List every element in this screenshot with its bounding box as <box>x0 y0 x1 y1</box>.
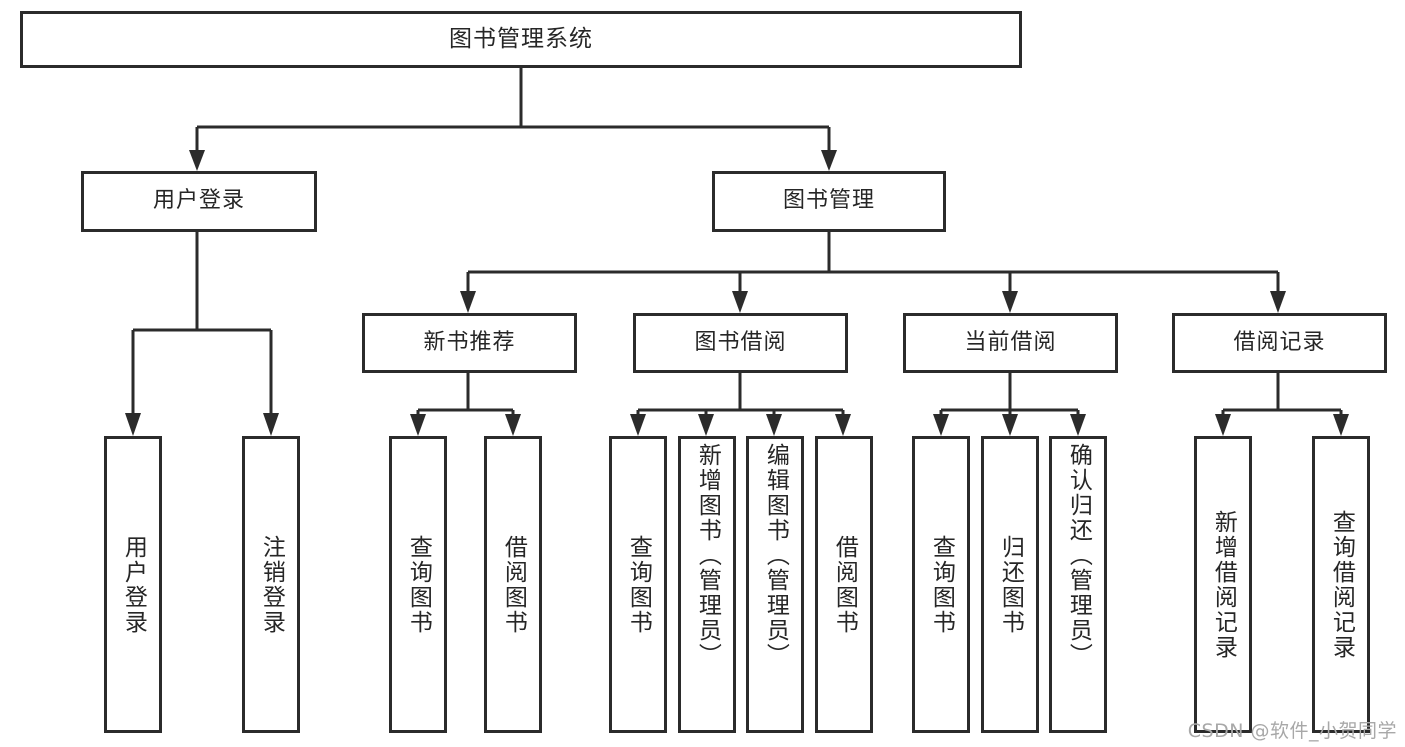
leaf-book-borrow-add-book-admin[interactable]: 新增图书（管理员） <box>678 436 736 733</box>
leaf-borrow-record-add-record[interactable]: 新增借阅记录 <box>1194 436 1252 733</box>
node-label: 用户登录 <box>120 534 147 635</box>
node-label: 借阅记录 <box>1233 329 1326 355</box>
node-label: 注销登录 <box>258 534 285 635</box>
leaf-current-borrow-query-book[interactable]: 查询图书 <box>912 436 970 733</box>
node-current-borrow[interactable]: 当前借阅 <box>903 313 1118 373</box>
csdn-watermark: CSDN @软件_小贺同学 <box>1187 720 1397 742</box>
node-label: 借阅图书 <box>500 534 527 635</box>
node-label: 查询图书 <box>625 534 652 635</box>
node-label: 借阅图书 <box>831 534 858 635</box>
node-label: 用户登录 <box>152 188 245 214</box>
node-book-borrow[interactable]: 图书借阅 <box>633 313 848 373</box>
node-label: 确认归还（管理员） <box>1065 443 1092 668</box>
node-label: 归还图书 <box>997 534 1024 635</box>
node-book-management[interactable]: 图书管理 <box>712 171 946 232</box>
leaf-current-borrow-return-book[interactable]: 归还图书 <box>981 436 1039 733</box>
node-label: 新增借阅记录 <box>1210 509 1237 660</box>
leaf-new-book-borrow-book[interactable]: 借阅图书 <box>484 436 542 733</box>
leaf-borrow-record-query-record[interactable]: 查询借阅记录 <box>1312 436 1370 733</box>
node-label: 图书管理系统 <box>449 25 593 52</box>
node-borrow-record[interactable]: 借阅记录 <box>1172 313 1387 373</box>
node-label: 新书推荐 <box>423 329 516 355</box>
leaf-book-borrow-borrow-book[interactable]: 借阅图书 <box>815 436 873 733</box>
leaf-book-borrow-query-book[interactable]: 查询图书 <box>609 436 667 733</box>
leaf-user-login-signin[interactable]: 用户登录 <box>104 436 162 733</box>
leaf-new-book-query-book[interactable]: 查询图书 <box>389 436 447 733</box>
node-label: 查询图书 <box>928 534 955 635</box>
node-label: 当前借阅 <box>964 329 1057 355</box>
node-user-login[interactable]: 用户登录 <box>81 171 317 232</box>
node-root-system[interactable]: 图书管理系统 <box>20 11 1022 68</box>
node-label: 图书借阅 <box>694 329 787 355</box>
node-label: 图书管理 <box>782 188 875 214</box>
node-new-book-recommend[interactable]: 新书推荐 <box>362 313 577 373</box>
node-label: 查询借阅记录 <box>1328 509 1355 660</box>
node-label: 查询图书 <box>405 534 432 635</box>
leaf-book-borrow-edit-book-admin[interactable]: 编辑图书（管理员） <box>746 436 804 733</box>
leaf-current-borrow-confirm-return-admin[interactable]: 确认归还（管理员） <box>1049 436 1107 733</box>
node-label: 编辑图书（管理员） <box>762 443 789 668</box>
node-label: 新增图书（管理员） <box>694 443 721 668</box>
leaf-user-login-signout[interactable]: 注销登录 <box>242 436 300 733</box>
